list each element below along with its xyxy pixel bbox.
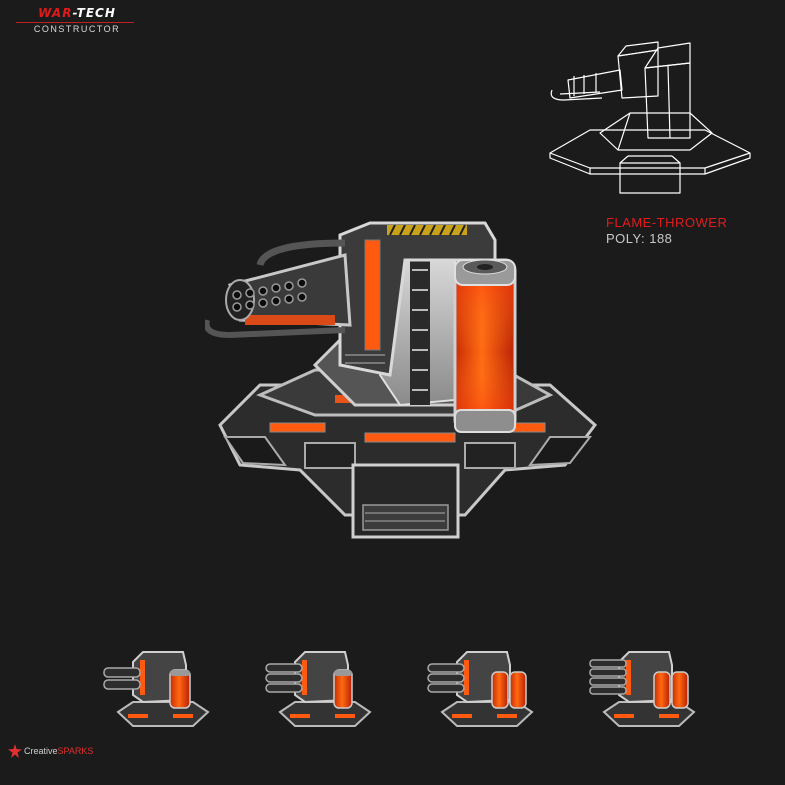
logo-subtitle: CONSTRUCTOR bbox=[33, 24, 121, 34]
turret-variant-3 bbox=[427, 651, 534, 727]
brand-part-creative: Creative bbox=[24, 746, 58, 756]
model-info: FLAME-THROWER POLY: 188 bbox=[606, 215, 727, 247]
poly-count: POLY: 188 bbox=[606, 231, 673, 246]
model-name: FLAME-THROWER bbox=[606, 215, 728, 230]
turret-wireframe bbox=[549, 41, 751, 194]
logo-title: WAR-TECH bbox=[12, 6, 142, 20]
turret-variant-1 bbox=[103, 651, 210, 727]
spark-icon bbox=[8, 744, 22, 758]
logo-word-war: WAR bbox=[38, 6, 73, 20]
flame-thrower-turret bbox=[205, 221, 598, 539]
brand-name: CreativeSPARKS bbox=[24, 746, 93, 756]
war-tech-logo: WAR-TECH CONSTRUCTOR bbox=[12, 6, 142, 36]
logo-underline bbox=[16, 22, 134, 23]
turret-variant-4 bbox=[589, 651, 696, 727]
logo-word-tech: -TECH bbox=[72, 6, 116, 20]
turret-variant-2 bbox=[265, 651, 372, 727]
brand-part-sparks: SPARKS bbox=[57, 746, 94, 756]
creative-sparks-brand: CreativeSPARKS bbox=[8, 744, 118, 760]
